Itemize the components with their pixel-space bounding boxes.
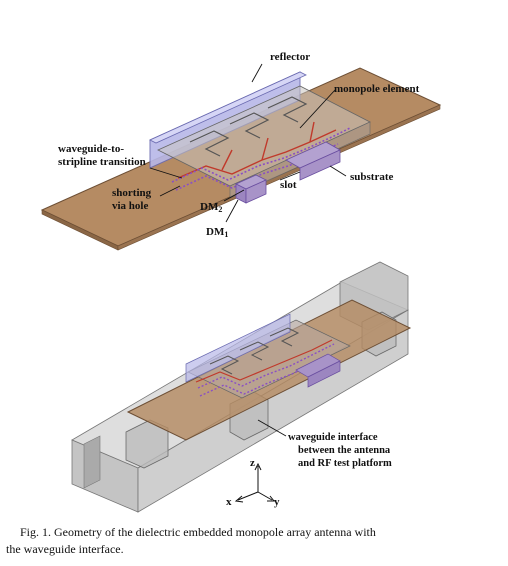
label-transition-line2: stripline transition bbox=[58, 156, 146, 168]
label-slot: slot bbox=[280, 179, 297, 191]
leader-lines bbox=[149, 63, 347, 223]
figure-caption: Fig. 1. Geometry of the dielectric embed… bbox=[6, 524, 502, 558]
bottom-reflector bbox=[185, 313, 291, 383]
bottom-monopoles bbox=[209, 327, 300, 375]
label-monopole-element: monopole element bbox=[334, 83, 420, 95]
label-dm1: DM1 bbox=[206, 226, 228, 239]
caption-line-2: the waveguide interface. bbox=[6, 542, 124, 556]
axis-x-label: x bbox=[226, 496, 232, 508]
bottom-stripline bbox=[195, 339, 333, 383]
label-shorting-line2: via hole bbox=[112, 200, 148, 212]
label-dm2-text: DM bbox=[200, 201, 219, 213]
caption-line-1-text: Fig. 1. Geometry of the dielectric embed… bbox=[20, 525, 376, 539]
label-interface-line3: and RF test platform bbox=[298, 458, 392, 469]
caption-line-1: Fig. 1. Geometry of the dielectric embed… bbox=[6, 524, 502, 541]
bottom-vias bbox=[197, 343, 335, 397]
bottom-figure: waveguide interface between the antenna … bbox=[71, 261, 412, 513]
housing-front-notch bbox=[83, 435, 101, 489]
label-reflector: reflector bbox=[270, 51, 310, 63]
bottom-dielectric bbox=[295, 353, 341, 388]
label-dm2: DM2 bbox=[200, 201, 222, 214]
monopole-elements bbox=[189, 96, 308, 157]
axis-y-label: y bbox=[274, 496, 280, 508]
stripline-network bbox=[177, 121, 337, 179]
label-interface-line1: waveguide interface bbox=[288, 432, 378, 443]
label-dm1-text: DM bbox=[206, 226, 225, 238]
interface-leader bbox=[257, 419, 287, 437]
label-dm2-sub: 2 bbox=[218, 205, 222, 214]
coordinate-axes bbox=[234, 462, 276, 503]
label-shorting-line1: shorting bbox=[112, 187, 152, 199]
label-substrate: substrate bbox=[350, 171, 394, 183]
label-transition-line1: waveguide-to- bbox=[58, 143, 124, 155]
dielectric-blocks bbox=[235, 141, 341, 204]
top-figure: reflector monopole element waveguide-to-… bbox=[40, 51, 442, 251]
label-interface-line2: between the antenna bbox=[298, 445, 391, 456]
axis-z-label: z bbox=[250, 457, 255, 469]
label-dm1-sub: 1 bbox=[224, 230, 228, 239]
reflector-top bbox=[149, 71, 307, 144]
